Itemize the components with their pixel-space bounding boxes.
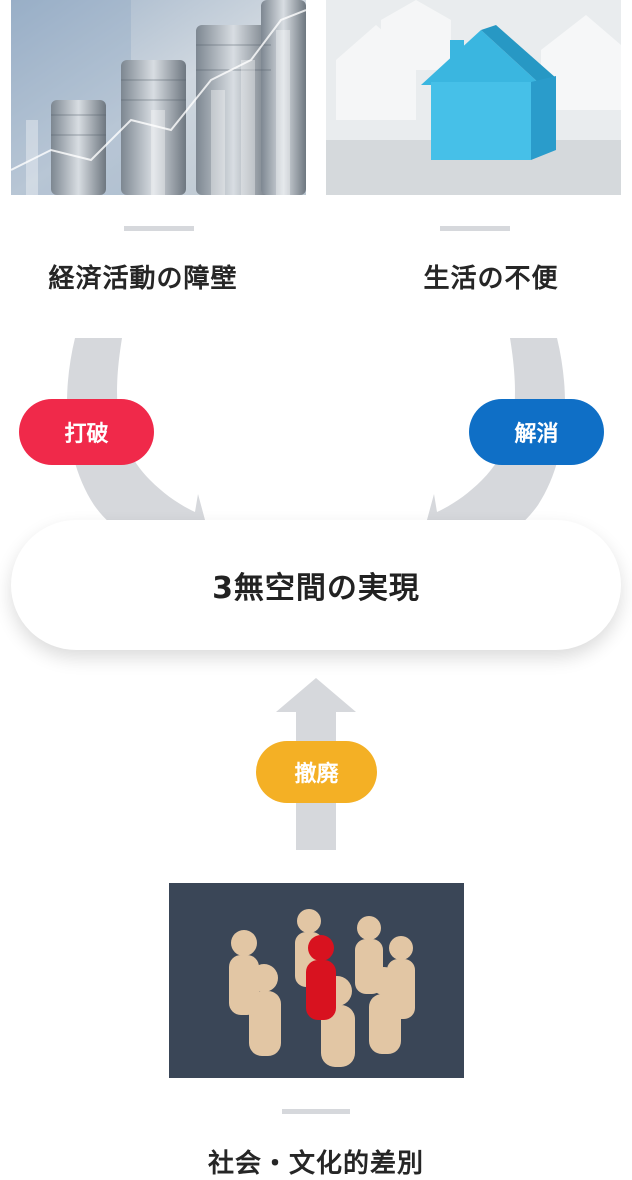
divider-dash: [440, 226, 510, 231]
break-through-badge: 打破: [19, 399, 154, 465]
three-free-space-pill: 3無空間の実現: [11, 520, 621, 650]
left-curved-arrow: [67, 338, 218, 568]
living-inconvenience-title: 生活の不便: [423, 264, 559, 294]
right-curved-arrow: [414, 338, 565, 568]
abolish-badge: 撤廃: [256, 741, 377, 803]
economic-barriers-title: 経済活動の障壁: [48, 264, 238, 294]
blue-house-image: [326, 0, 621, 195]
divider-dash: [282, 1109, 350, 1114]
social-cultural-discrimination-title: 社会・文化的差別: [207, 1149, 424, 1179]
divider-dash: [124, 226, 194, 231]
wooden-figures-image: [169, 883, 464, 1078]
center-label: 3無空間の実現: [212, 571, 420, 606]
resolve-badge: 解消: [469, 399, 604, 465]
coin-stacks-image: [11, 0, 306, 195]
